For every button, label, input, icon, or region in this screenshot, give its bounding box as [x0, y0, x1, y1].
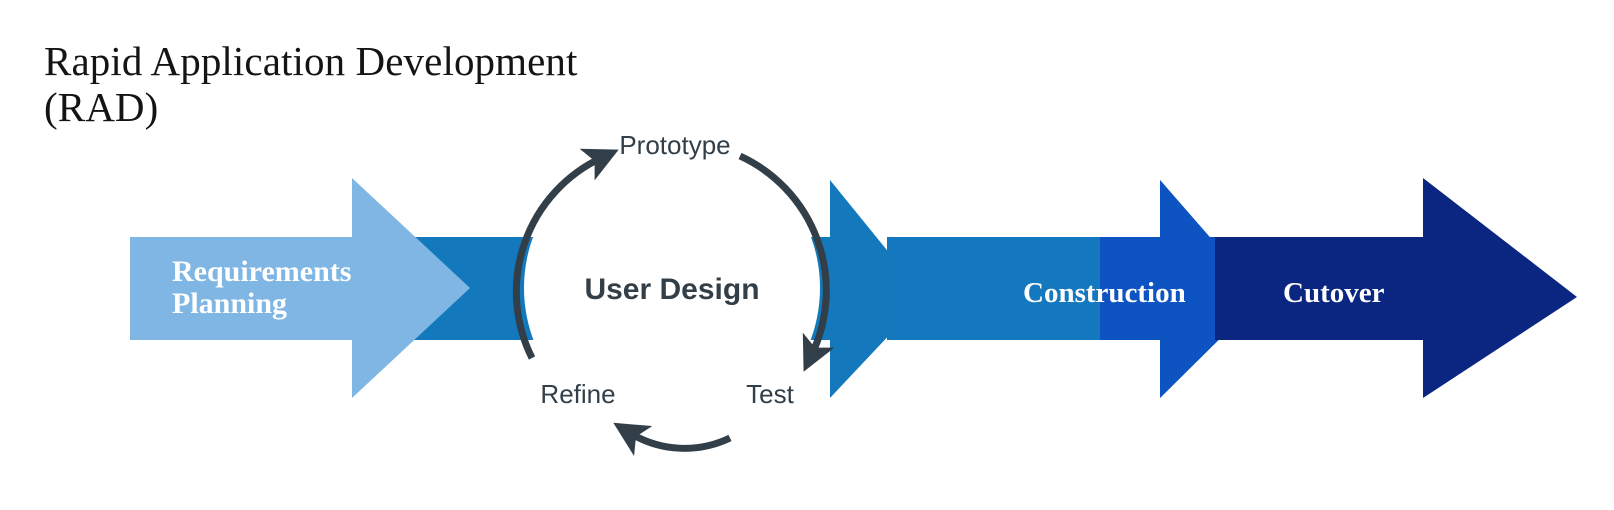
cycle-node-label-prototype: Prototype [619, 130, 730, 160]
page-title: Rapid Application Development (RAD) [44, 38, 578, 130]
stage-label-requirements-planning-line1: Requirements [172, 255, 351, 288]
cycle-backdrop [524, 140, 820, 436]
cycle-center-label: User Design [584, 273, 759, 306]
cycle-arcs [512, 148, 835, 456]
stage-label-cutover: Cutover [1283, 277, 1385, 309]
stage-requirements-planning-shape [130, 178, 470, 398]
cycle-node-label-refine: Refine [540, 379, 615, 409]
stage-cutover-shape [1215, 178, 1577, 398]
stage-label-requirements-planning-line2: Planning [172, 287, 287, 320]
cycle-node-label-test: Test [746, 379, 794, 409]
stage-label-construction: Construction [1023, 277, 1186, 309]
